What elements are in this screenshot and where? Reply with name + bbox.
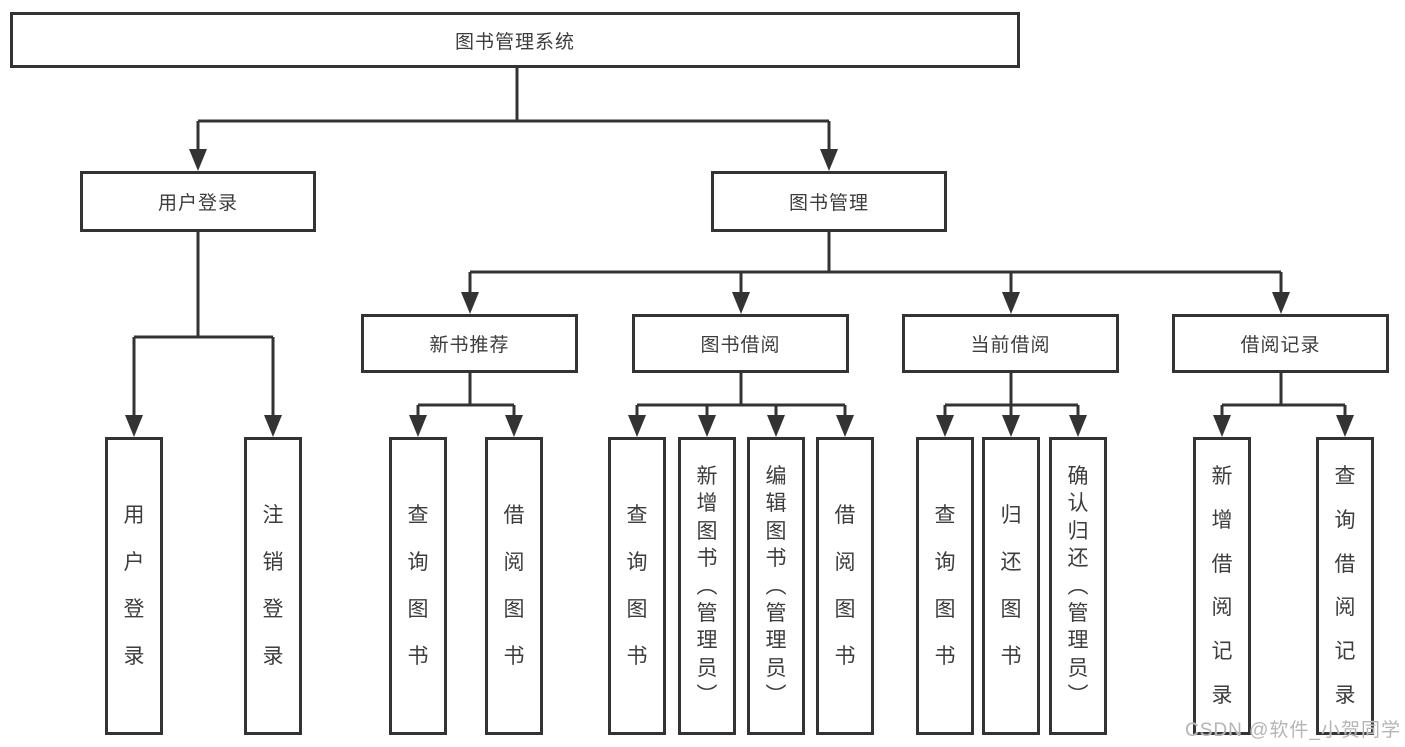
- leaf-label: 归还图书: [1000, 504, 1022, 668]
- node-book-borrowing: 图书借阅: [632, 314, 849, 373]
- node-new-book-recommendation: 新书推荐: [361, 314, 578, 373]
- leaf-label: 编辑图书︵管理员︶: [765, 465, 787, 707]
- leaf-confirm-return-admin: 确认归还︵管理员︶: [1049, 437, 1107, 735]
- leaf-query-books: 查询图书: [389, 437, 447, 735]
- node-borrowing-records: 借阅记录: [1172, 314, 1389, 373]
- leaf-label: 借阅图书: [503, 504, 525, 668]
- node-current-borrowing: 当前借阅: [902, 314, 1119, 373]
- leaf-label: 新增图书︵管理员︶: [696, 465, 718, 707]
- leaf-query-borrow-record: 查询借阅记录: [1316, 437, 1374, 735]
- leaf-label: 借阅图书: [834, 504, 856, 668]
- leaf-label: 查询图书: [407, 504, 429, 668]
- node-user-login: 用户登录: [80, 171, 316, 232]
- leaf-label: 确认归还︵管理员︶: [1067, 465, 1089, 707]
- leaf-return-books: 归还图书: [982, 437, 1040, 735]
- leaf-add-books-admin: 新增图书︵管理员︶: [678, 437, 736, 735]
- leaf-label: 查询图书: [626, 504, 648, 668]
- watermark: CSDN @软件_小贺同学: [1185, 720, 1401, 741]
- leaf-add-borrow-record: 新增借阅记录: [1193, 437, 1251, 735]
- leaf-borrow-books: 借阅图书: [816, 437, 874, 735]
- node-library-management-system: 图书管理系统: [10, 12, 1020, 68]
- leaf-label: 查询借阅记录: [1334, 465, 1356, 707]
- node-book-management: 图书管理: [711, 171, 947, 232]
- leaf-query-books: 查询图书: [608, 437, 666, 735]
- leaf-label: 注销登录: [262, 504, 284, 668]
- leaf-borrow-books: 借阅图书: [485, 437, 543, 735]
- leaf-query-books: 查询图书: [916, 437, 974, 735]
- leaf-label: 用户登录: [123, 504, 145, 668]
- leaf-edit-books-admin: 编辑图书︵管理员︶: [747, 437, 805, 735]
- leaf-user-login: 用户登录: [105, 437, 163, 735]
- leaf-logout: 注销登录: [244, 437, 302, 735]
- leaf-label: 查询图书: [934, 504, 956, 668]
- leaf-label: 新增借阅记录: [1211, 465, 1233, 707]
